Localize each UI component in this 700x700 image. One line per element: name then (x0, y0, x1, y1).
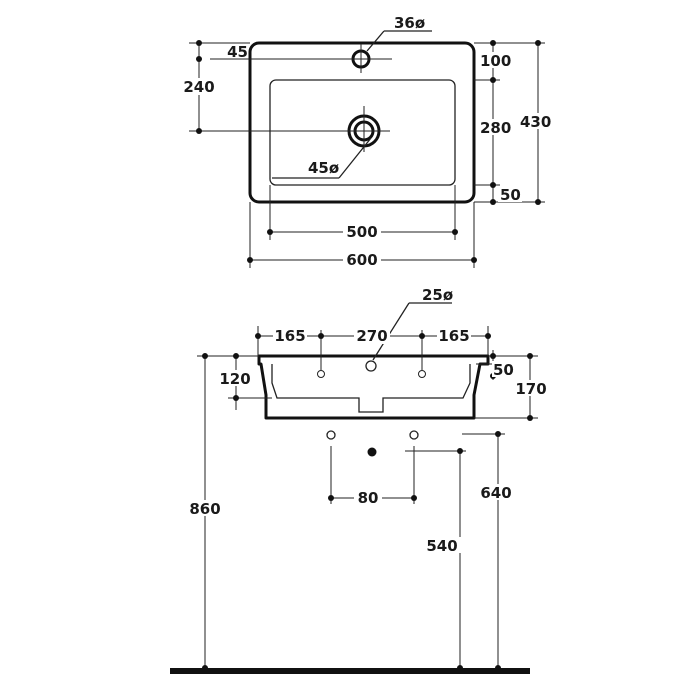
dim-dot (490, 353, 496, 359)
leader-25 (372, 302, 410, 361)
dim-dot (471, 257, 477, 263)
wall-fixing-right (409, 430, 419, 440)
dim-dot (527, 353, 533, 359)
label-dim-860: 860 (189, 500, 220, 518)
front-view: 25ø 165 270 165 120 860 (170, 286, 549, 674)
dim-dot (457, 448, 463, 454)
label-dim-80: 80 (358, 489, 379, 507)
label-dim-50-front: 50 (493, 361, 514, 379)
dim-dot (485, 333, 491, 339)
dim-dot (328, 495, 334, 501)
dim-dot (535, 40, 541, 46)
dim-dot (267, 229, 273, 235)
label-dim-100: 100 (480, 52, 511, 70)
label-dim-45: 45 (227, 43, 248, 61)
label-hole-overflow: 25ø (422, 286, 453, 304)
label-dim-500: 500 (346, 223, 377, 241)
dim-dot (535, 199, 541, 205)
dim-dot (196, 128, 202, 134)
dim-dot (411, 495, 417, 501)
floor-line (170, 668, 530, 674)
dim-dot (247, 257, 253, 263)
top-view: 36ø 45ø 45 240 100 280 430 (182, 14, 553, 269)
basin-inner-profile (271, 364, 471, 413)
label-hole-drain: 45ø (308, 159, 339, 177)
dim-dot (490, 77, 496, 83)
dim-dot (490, 40, 496, 46)
label-dim-540: 540 (426, 537, 457, 555)
label-dim-165-right: 165 (438, 327, 469, 345)
label-dim-240: 240 (183, 78, 214, 96)
wall-fixing-left (326, 430, 336, 440)
dim-dot (196, 56, 202, 62)
leader-45 (338, 137, 372, 179)
dim-dot (196, 40, 202, 46)
label-dim-600: 600 (346, 251, 377, 269)
basin-bowl-top (269, 79, 456, 186)
dim-dot (255, 333, 261, 339)
label-dim-270: 270 (356, 327, 387, 345)
dim-dot (318, 333, 324, 339)
dim-dot (490, 199, 496, 205)
dim-dot (527, 415, 533, 421)
leader-36 (366, 30, 385, 52)
basin-outline-front (257, 354, 490, 420)
waste-outlet (367, 447, 377, 457)
dim-dot (495, 431, 501, 437)
label-dim-430: 430 (520, 113, 551, 131)
label-dim-120: 120 (219, 370, 250, 388)
basin-outline-top (248, 41, 476, 204)
fixing-hole-left (317, 370, 325, 378)
dim-dot (233, 395, 239, 401)
label-dim-170: 170 (515, 380, 546, 398)
dim-dot (233, 353, 239, 359)
label-dim-165-left: 165 (274, 327, 305, 345)
dim-dot (490, 182, 496, 188)
overflow-hole (365, 360, 377, 372)
label-hole-tap: 36ø (394, 14, 425, 32)
dim-dot (202, 353, 208, 359)
label-dim-640: 640 (480, 484, 511, 502)
label-dim-50-top: 50 (500, 186, 521, 204)
label-dim-280: 280 (480, 119, 511, 137)
dim-dot (419, 333, 425, 339)
fixing-hole-right (418, 370, 426, 378)
dim-dot (452, 229, 458, 235)
